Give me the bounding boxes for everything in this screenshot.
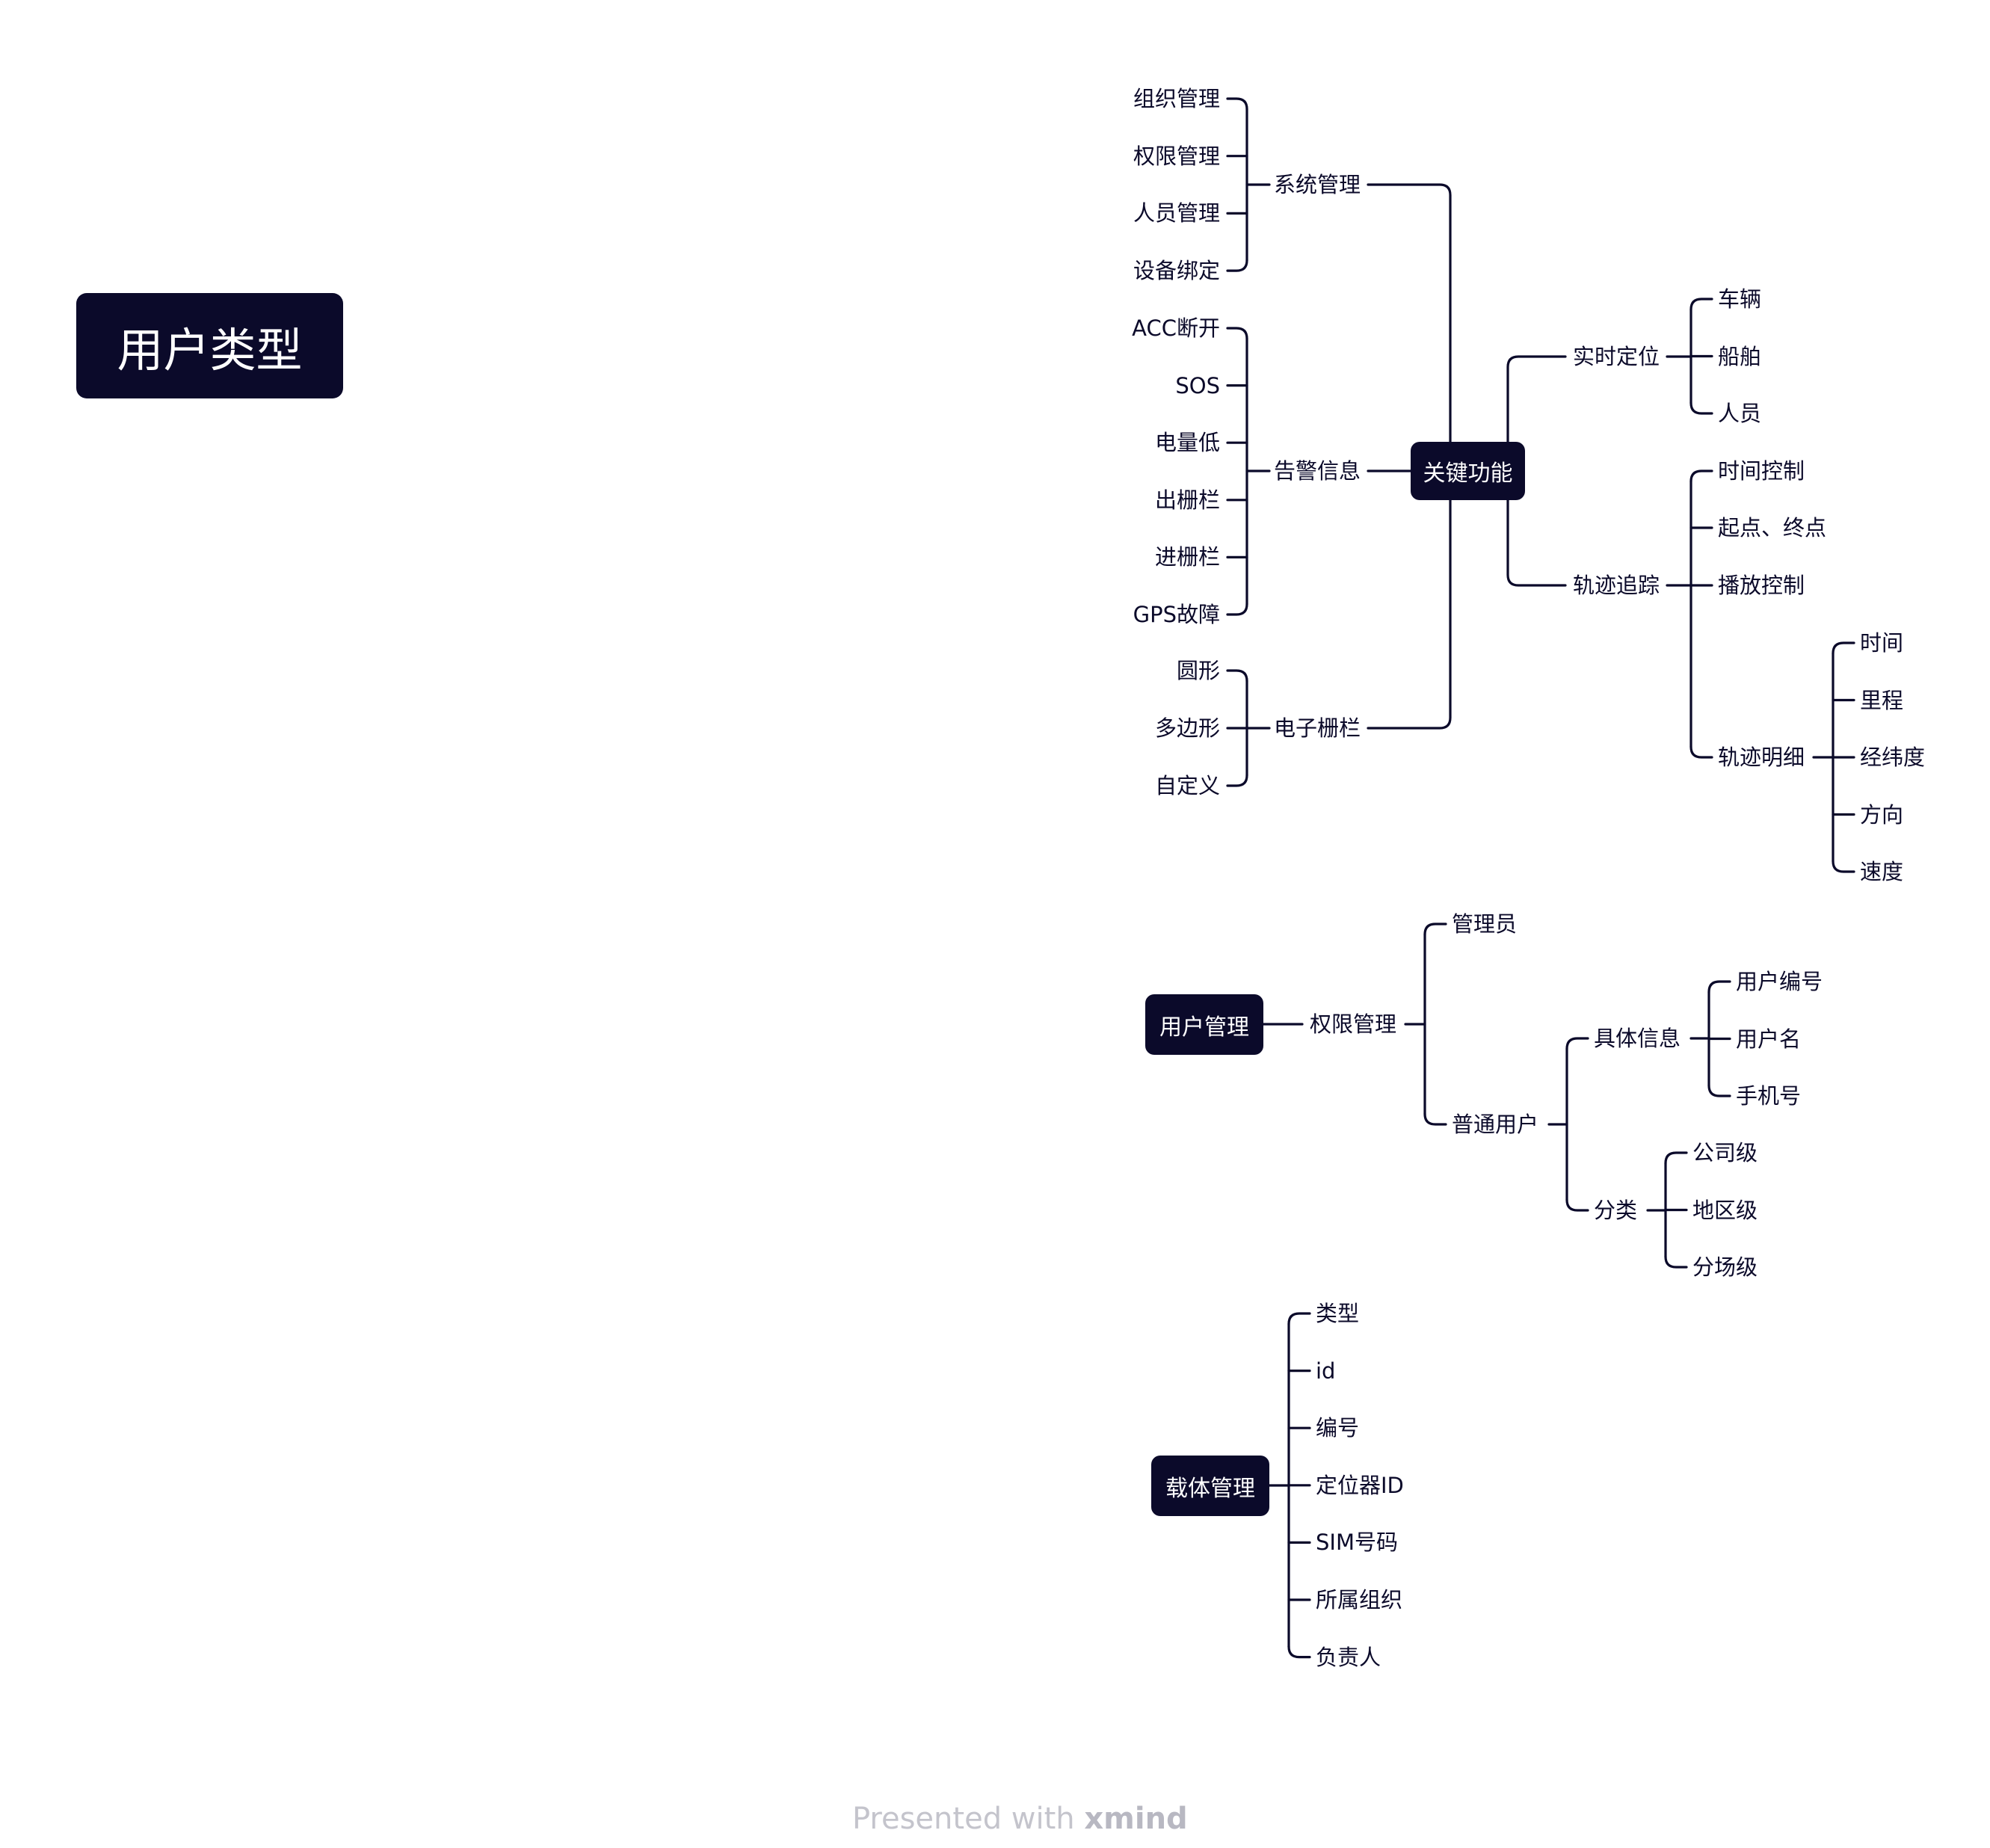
bracket-key-1-edge-0 — [1226, 327, 1248, 340]
topic-detail-info[interactable]: 具体信息 — [1594, 1026, 1681, 1051]
bracket-detail-edge-0 — [1832, 641, 1855, 655]
leaf-admin[interactable]: 管理员 — [1452, 911, 1518, 937]
bracket-classification-edge-2 — [1664, 1255, 1688, 1269]
bracket-key-3-edge-0 — [1689, 298, 1713, 311]
leaf-detail-4[interactable]: 速度 — [1860, 859, 1904, 884]
leaf-key-1-2[interactable]: 电量低 — [1154, 430, 1220, 456]
topic-3[interactable]: 实时定位 — [1573, 344, 1660, 369]
leaf-detail-1[interactable]: 里程 — [1860, 687, 1904, 713]
footer-prefix: Presented with — [852, 1802, 1075, 1836]
bracket-normal-user-edge-0 — [1565, 1037, 1589, 1050]
leaf-key-0-1[interactable]: 权限管理 — [1133, 143, 1220, 169]
bracket-key-1-edge-5 — [1226, 603, 1248, 616]
leaf-key-3-1[interactable]: 船舶 — [1718, 343, 1762, 369]
leaf-key-1-1[interactable]: SOS — [1175, 372, 1220, 398]
bracket-user-perm-edge-1 — [1423, 1112, 1447, 1126]
footer-brand: xmind — [1084, 1802, 1188, 1836]
topic-classification[interactable]: 分类 — [1594, 1198, 1638, 1223]
main-topic-user-management[interactable]: 用户管理 — [1145, 994, 1263, 1055]
leaf-detail-0[interactable]: 时间 — [1860, 630, 1904, 656]
bracket-detail-edge-4 — [1832, 860, 1855, 873]
leaf-key-2-0[interactable]: 圆形 — [1176, 658, 1220, 683]
edge-key-2 — [1367, 499, 1452, 730]
bracket-key-2-edge-2 — [1226, 774, 1248, 787]
root-topic[interactable]: 用户类型 — [76, 293, 343, 398]
topic-normal-user[interactable]: 普通用户 — [1452, 1112, 1539, 1137]
topic-1[interactable]: 告警信息 — [1274, 458, 1361, 484]
leaf-key-4-2[interactable]: 播放控制 — [1718, 573, 1805, 598]
leaf-key-4-0[interactable]: 时间控制 — [1718, 458, 1805, 484]
bracket-carrier-edge-6 — [1287, 1645, 1311, 1659]
leaf-class-0[interactable]: 公司级 — [1692, 1140, 1758, 1165]
leaf-carrier-2[interactable]: 编号 — [1316, 1415, 1360, 1441]
bracket-key-3-edge-2 — [1689, 401, 1713, 415]
edge-key-3 — [1506, 355, 1567, 443]
leaf-key-1-4[interactable]: 进栅栏 — [1154, 544, 1220, 570]
leaf-key-1-0[interactable]: ACC断开 — [1132, 315, 1220, 341]
leaf-carrier-3[interactable]: 定位器ID — [1316, 1472, 1404, 1498]
leaf-carrier-4[interactable]: SIM号码 — [1316, 1530, 1398, 1556]
bracket-detail-info-edge-0 — [1707, 980, 1731, 994]
bracket-user-perm-edge-0 — [1423, 923, 1447, 936]
topic-2[interactable]: 电子栅栏 — [1274, 715, 1361, 741]
leaf-key-0-3[interactable]: 设备绑定 — [1133, 258, 1220, 284]
xmind-footer: Presented with xmind — [852, 1802, 1188, 1836]
leaf-key-1-3[interactable]: 出栅栏 — [1154, 487, 1220, 513]
main-topic-key-functions[interactable]: 关键功能 — [1411, 442, 1525, 500]
leaf-detail-2[interactable]: 经纬度 — [1860, 745, 1926, 770]
main-topic-carrier-management[interactable]: 载体管理 — [1151, 1456, 1269, 1516]
edge-key-4 — [1506, 499, 1567, 587]
leaf-carrier-0[interactable]: 类型 — [1316, 1301, 1360, 1326]
bracket-key-0-edge-0 — [1226, 97, 1248, 111]
leaf-class-1[interactable]: 地区级 — [1692, 1197, 1758, 1223]
leaf-detail-info-0[interactable]: 用户编号 — [1736, 969, 1823, 994]
leaf-key-2-1[interactable]: 多边形 — [1154, 715, 1220, 741]
leaf-carrier-6[interactable]: 负责人 — [1316, 1644, 1381, 1670]
leaf-key-2-2[interactable]: 自定义 — [1154, 773, 1220, 798]
leaf-detail-3[interactable]: 方向 — [1860, 801, 1904, 828]
leaf-key-0-0[interactable]: 组织管理 — [1133, 86, 1220, 111]
leaf-detail-info-1[interactable]: 用户名 — [1736, 1026, 1802, 1052]
topic-4[interactable]: 轨迹追踪 — [1573, 573, 1660, 598]
leaf-key-3-0[interactable]: 车辆 — [1718, 286, 1762, 312]
bracket-carrier-edge-0 — [1287, 1312, 1311, 1325]
leaf-key-3-2[interactable]: 人员 — [1718, 401, 1762, 426]
topic-user-perm[interactable]: 权限管理 — [1310, 1011, 1397, 1037]
topic-0[interactable]: 系统管理 — [1274, 172, 1361, 197]
bracket-key-0-edge-3 — [1226, 259, 1248, 272]
leaf-key-4-3[interactable]: 轨迹明细 — [1718, 745, 1805, 770]
bracket-detail-info-edge-2 — [1707, 1084, 1731, 1097]
leaf-detail-info-2[interactable]: 手机号 — [1736, 1083, 1802, 1109]
leaf-carrier-1[interactable]: id — [1316, 1358, 1336, 1384]
leaf-carrier-5[interactable]: 所属组织 — [1316, 1587, 1403, 1613]
bracket-key-4-edge-0 — [1689, 469, 1713, 483]
leaf-key-0-2[interactable]: 人员管理 — [1133, 200, 1220, 227]
bracket-classification-edge-0 — [1664, 1151, 1688, 1165]
bracket-key-2-edge-0 — [1226, 669, 1248, 683]
leaf-key-4-1[interactable]: 起点、终点 — [1718, 515, 1827, 540]
leaf-class-2[interactable]: 分场级 — [1692, 1254, 1758, 1280]
bracket-normal-user-edge-1 — [1565, 1198, 1589, 1212]
bracket-key-4-edge-3 — [1689, 745, 1713, 759]
leaf-key-1-5[interactable]: GPS故障 — [1133, 602, 1220, 627]
edge-key-0 — [1367, 183, 1452, 443]
